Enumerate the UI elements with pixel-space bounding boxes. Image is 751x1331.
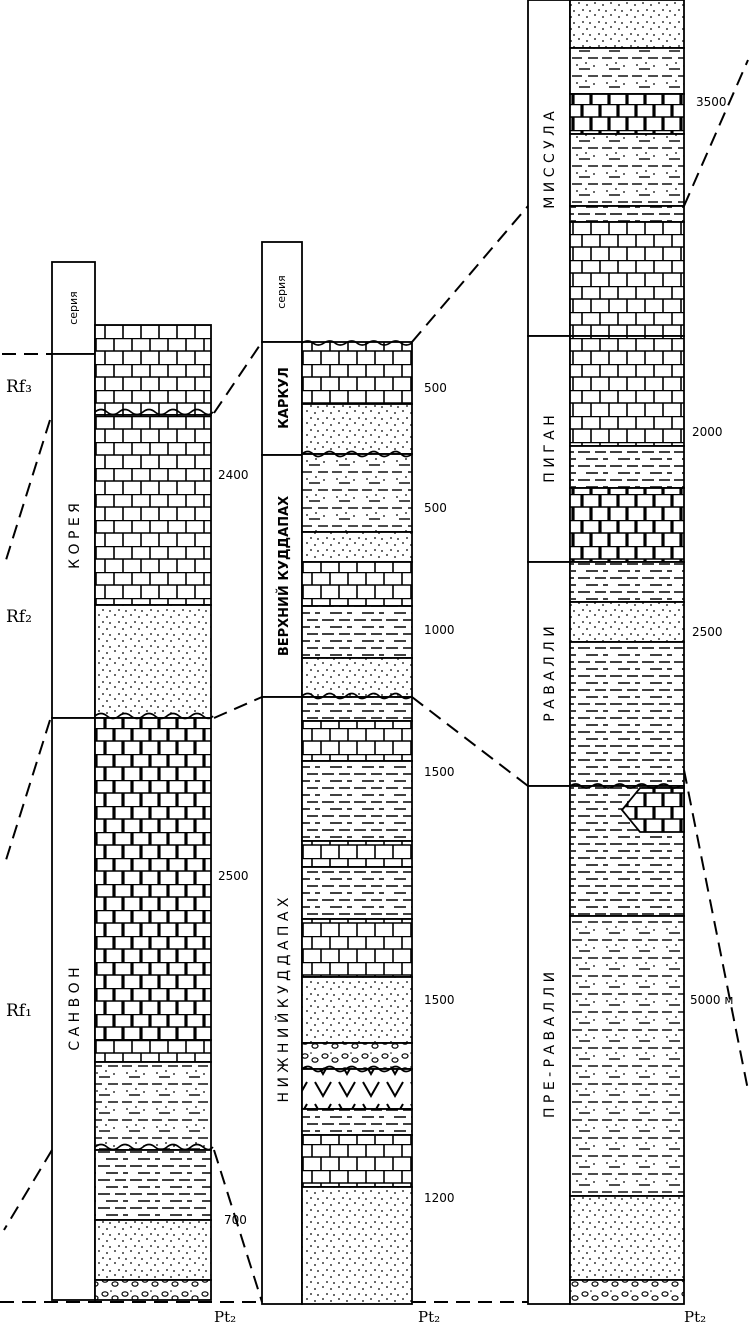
- unit-name-ravalli: Р А В А Л Л И: [542, 626, 558, 721]
- left-lithology-column: [94, 324, 212, 1301]
- left-unconformities: [94, 408, 214, 1151]
- right-interfingering-wedge: [620, 787, 685, 833]
- right-unconformities: [569, 783, 681, 789]
- thickness-label: 1500: [424, 765, 455, 779]
- base-label-left: Pt₂: [214, 1308, 236, 1326]
- thickness-label: 2500: [218, 869, 249, 883]
- base-label-right: Pt₂: [684, 1308, 706, 1326]
- thickness-label: 500: [424, 501, 447, 515]
- base-label-middle: Pt₂: [418, 1308, 440, 1326]
- middle-series-header-text: серия: [275, 275, 288, 309]
- thickness-label: 500: [424, 381, 447, 395]
- stage-label-rf1: Rf₁: [6, 1001, 32, 1021]
- left-series-header-text: серия: [67, 291, 80, 325]
- thickness-label: 1000: [424, 623, 455, 637]
- unit-name-pigan: П И Г А Н: [542, 415, 558, 482]
- stage-label-rf3: Rf₃: [6, 377, 32, 397]
- thickness-label: 2000: [692, 425, 723, 439]
- right-lithology-column: [569, 0, 685, 1305]
- middle-series-header: серия: [261, 241, 303, 343]
- middle-unit-strip: [261, 341, 303, 1305]
- unit-name-upper-kuddapah: ВЕРХНИЙ КУДДАПАХ: [276, 496, 292, 656]
- middle-unconformities: [301, 340, 413, 1073]
- correlation-lines: [0, 59, 749, 1303]
- thickness-label: 3500: [696, 95, 727, 109]
- base-labels: Pt₂ Pt₂ Pt₂: [214, 1308, 706, 1326]
- thickness-label: 5000 м: [690, 993, 733, 1007]
- unit-name-korea: К О Р Е Я: [67, 503, 83, 569]
- thickness-labels: 2400 2500 700 500 500 1000 1500 1500 120…: [218, 95, 733, 1227]
- thickness-label: 1200: [424, 1191, 455, 1205]
- thickness-label: 2500: [692, 625, 723, 639]
- unit-name-sanvon: С А Н В О Н: [67, 967, 83, 1050]
- stage-labels: Rf₃ Rf₂ Rf₁: [6, 377, 32, 1021]
- left-unit-strip: [51, 353, 96, 1301]
- unit-name-lower-kuddapah: Н И Ж Н И Й К У Д Д А П А Х: [274, 897, 292, 1102]
- thickness-label: 1500: [424, 993, 455, 1007]
- unit-name-karkul: КАРКУЛ: [277, 367, 292, 429]
- unit-name-missula: М И С С У Л А: [542, 111, 558, 209]
- stage-label-rf2: Rf₂: [6, 607, 32, 627]
- thickness-label: 2400: [218, 468, 249, 482]
- middle-lithology-column: [301, 341, 413, 1305]
- left-series-header: серия: [51, 261, 96, 355]
- thickness-label: 700: [224, 1213, 247, 1227]
- unit-name-pre-ravalli: П Р Е - Р А В А Л Л И: [542, 972, 558, 1118]
